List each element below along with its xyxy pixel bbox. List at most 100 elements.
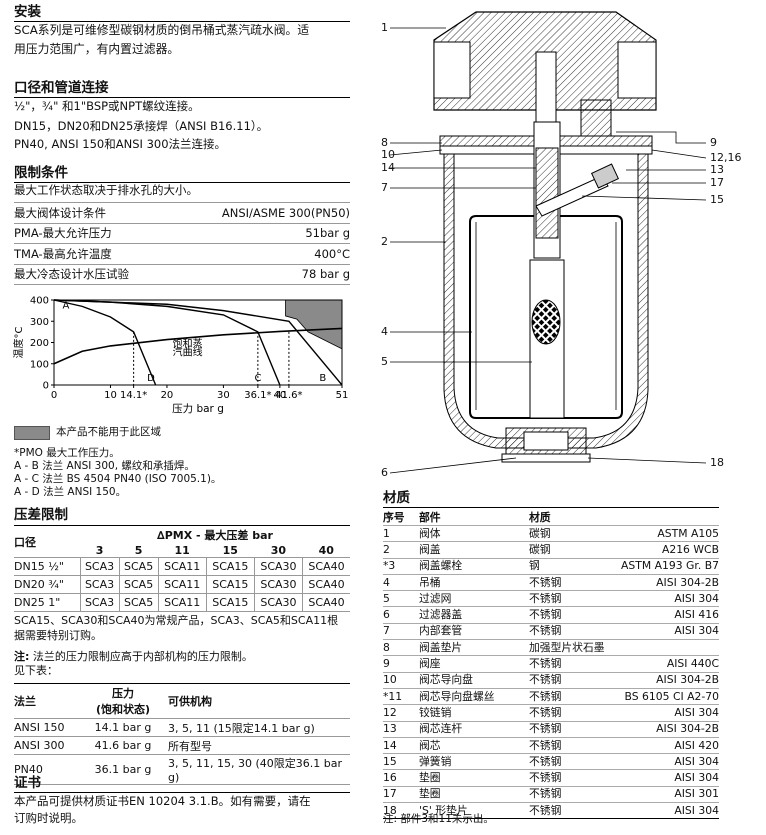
mat-material-cell: 不锈钢 [529,753,612,770]
curve-label: 汽曲线 [173,345,203,358]
mat-no-cell: 2 [383,541,419,559]
mat-no-cell: 18 [383,802,419,820]
bonnet-shell [443,153,649,449]
mat-material-cell: 碳钢 [529,541,612,559]
install-line1: SCA系列是可维修型碳钢材质的倒吊桶式蒸汽疏水阀。适 [14,23,310,37]
mat-no-cell: 9 [383,655,419,673]
pmx-note3: 注: 法兰的压力限制应高于内部机构的压力限制。 [14,650,253,664]
mat-std-cell [611,639,719,656]
callout-label: 5 [381,355,388,368]
mat-material-cell: 不锈钢 [529,622,612,640]
connections-title: 口径和管道连接 [14,80,109,96]
region-letter: D [147,373,155,384]
x-tick-label: 40 [274,390,287,401]
mat-no-cell: 10 [383,671,419,689]
mat-material-cell: 不锈钢 [529,655,612,673]
table-row: DN25 1" SCA3 SCA5 SCA11 SCA15 SCA30 SCA4… [14,593,350,612]
model-cell: SCA40 [302,593,350,612]
limit-label: TMA-最高允许温度 [14,243,173,264]
mat-material-cell: 不锈钢 [529,769,612,787]
model-cell: SCA15 [205,557,255,576]
x-tick-label: 10 [104,390,117,401]
x-tick-label: 0 [51,390,57,401]
limit-label: PMA-最大允许压力 [14,222,173,244]
divider [14,21,350,22]
divider [14,97,350,98]
mat-material-cell: 加强型片状石墨 [529,639,612,656]
limit-label: 最大阀体设计条件 [14,202,173,223]
limit-value: 78 bar g [172,263,350,285]
mat-no-cell: 16 [383,769,419,787]
callout-label: 7 [381,181,388,194]
valve-body [433,11,657,137]
note-pmo: *PMO 最大工作压力。 [14,447,120,459]
mat-std-cell: AISI 304 [611,704,719,722]
note-bold: 注: [14,650,30,663]
y-tick-label: 100 [30,359,49,370]
grey-legend-text: 本产品不能用于此区域 [56,426,161,438]
strainer-cap [501,427,591,463]
mat-no-cell: 15 [383,753,419,770]
limit-curve [53,299,343,386]
callout-label: 6 [381,466,388,479]
mat-part-cell: 阀芯连杆 [419,720,529,738]
callout-label: 15 [710,193,724,206]
grey-legend-swatch [14,426,50,440]
table-row: ANSI 300 41.6 bar g 所有型号 [14,736,350,755]
model-cell: SCA40 [302,557,350,576]
mat-std-cell: AISI 304 [611,753,719,770]
x-tick-label: 20 [161,390,174,401]
mat-no-cell: 13 [383,720,419,738]
mat-material-cell: 不锈钢 [529,785,612,803]
model-cell: SCA3 [79,557,120,576]
mat-std-cell: AISI 420 [611,736,719,754]
model-cell: SCA40 [302,575,350,594]
table-row: DN20 ¾" SCA3 SCA5 SCA11 SCA15 SCA30 SCA4… [14,575,350,594]
divider [14,792,350,793]
callout-label: 9 [710,136,717,149]
pmx-col-header: 3 [95,543,104,557]
limit-label: 最大冷态设计水压试验 [14,263,173,285]
pressure-header: 压力(饱和状态) [84,684,162,719]
mat-std-cell: AISI 304 [611,622,719,640]
flange-header: 法兰 [14,695,36,708]
mat-material-cell: 不锈钢 [529,687,612,705]
mat-material-cell: 不锈钢 [529,573,612,591]
pressure-cell: 36.1 bar g [84,754,162,785]
note-ab: A - B 法兰 ANSI 300, 螺纹和承插焊。 [14,460,195,472]
mat-no-cell: 12 [383,704,419,722]
limit-value: ANSI/ASME 300(PN50) [172,202,350,223]
callout-label: 17 [710,176,724,189]
x-axis-label: 压力 bar g [172,402,224,415]
size-cell: DN20 ¾" [14,575,80,594]
table-row: ANSI 150 14.1 bar g 3, 5, 11 (15限定14.1 b… [14,718,350,737]
mechanism-cell: 所有型号 [162,736,350,755]
lever-mechanism [535,163,620,217]
mat-material-cell: 不锈钢 [529,802,612,820]
y-tick-label: 200 [30,338,49,349]
mat-part-cell: 弹簧销 [419,753,529,770]
limit-value: 51bar g [172,222,350,244]
pressure-diff-title: 压差限制 [14,507,68,523]
mat-header-no: 序号 [383,511,405,524]
limits-subtitle: 最大工作状态取决于排水孔的大小。 [14,183,198,197]
mat-std-cell: ASTM A193 Gr. B7 [611,557,719,575]
model-cell: SCA30 [253,557,303,576]
divider [14,182,350,183]
callout-label: 1 [381,21,388,34]
mat-std-cell: BS 6105 CI A2-70 [611,687,719,705]
pressure-header-line1: 压力 [112,687,134,700]
mat-no-cell: 8 [383,639,419,656]
mat-std-cell: ASTM A105 [611,524,719,542]
mat-part-cell: 阀芯导向盘 [419,671,529,689]
